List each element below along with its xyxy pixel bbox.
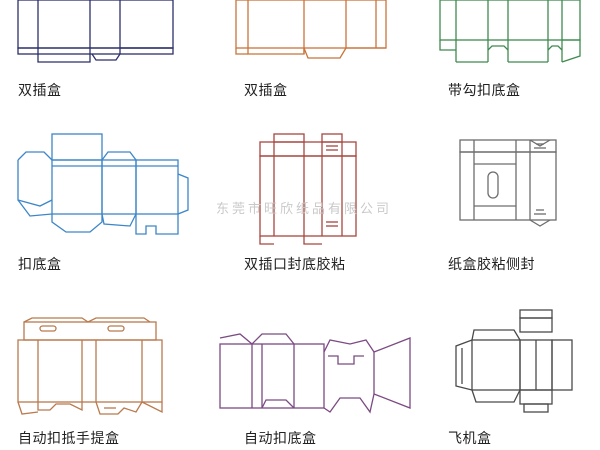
box-label: 自动扣抵手提盒 xyxy=(18,431,120,447)
box-label: 带勾扣底盒 xyxy=(448,83,521,99)
box-label: 扣底盒 xyxy=(18,257,62,273)
dieline-3 xyxy=(439,0,581,63)
dieline-7 xyxy=(17,317,163,415)
box-label: 纸盒胶粘侧封 xyxy=(448,257,535,273)
box-label: 飞机盒 xyxy=(448,431,492,447)
watermark-text: 东莞市旺欣纸品有限公司 xyxy=(216,202,393,217)
dieline-1 xyxy=(17,0,174,63)
dieline-2 xyxy=(235,0,387,59)
box-label: 自动扣底盒 xyxy=(244,431,317,447)
box-label: 双插盒 xyxy=(18,83,62,99)
dieline-5 xyxy=(259,133,357,245)
box-label: 双插口封底胶粘 xyxy=(244,257,346,273)
box-label: 双插盒 xyxy=(244,83,288,99)
dieline-4 xyxy=(17,133,189,235)
dieline-6 xyxy=(459,139,557,227)
